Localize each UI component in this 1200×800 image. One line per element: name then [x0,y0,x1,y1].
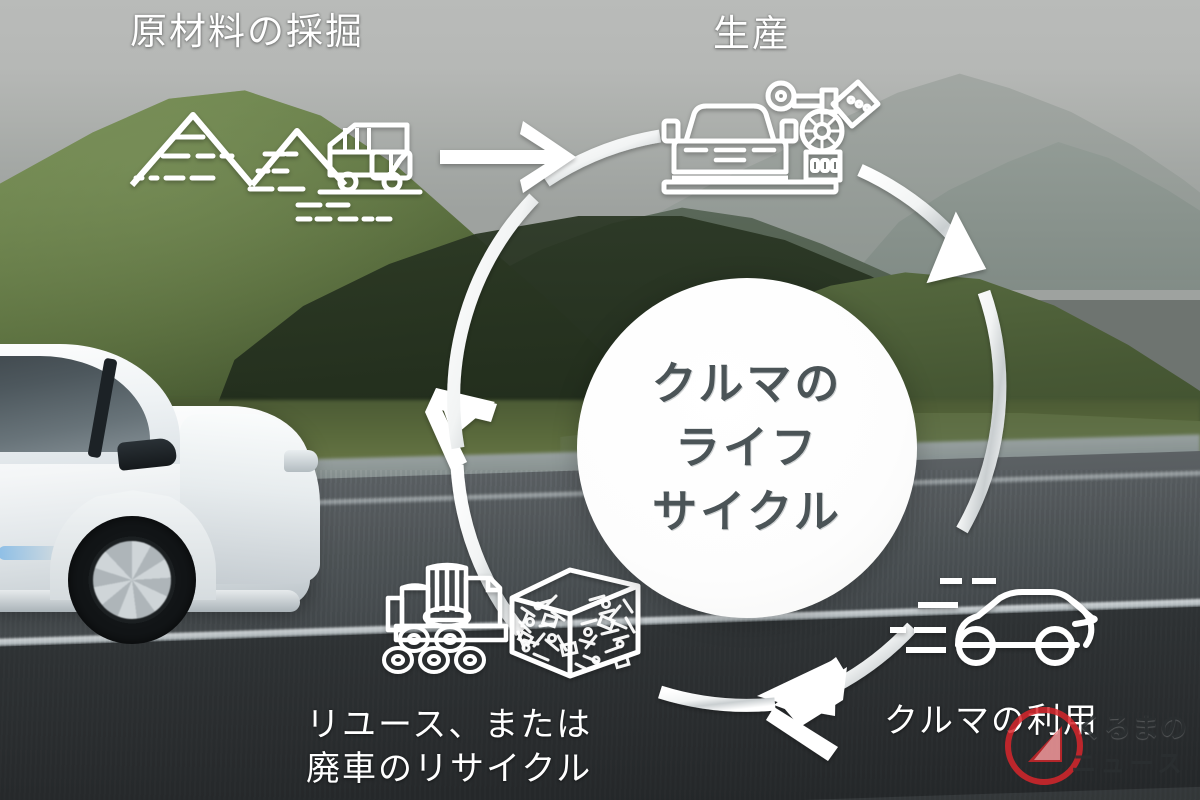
watermark-line-1: くるまの [1076,713,1188,744]
center-circle: クルマの ライフ サイクル [577,278,917,618]
center-title-line-1: クルマの [651,357,843,411]
ev-badge [0,546,60,560]
wheel-hub [93,541,171,619]
stage-label-recycle: リユース、または 廃車のリサイクル [306,705,593,789]
watermark-line-2: ニュース [1071,749,1186,778]
rear-wheel [68,516,196,644]
tail-light [284,450,318,472]
stage-label-extraction: 原材料の採掘 [130,10,364,53]
kuruma-news-logo-icon [1005,707,1083,785]
white-electric-car [0,344,350,698]
watermark: くるまの ニュース [996,700,1192,792]
center-title-line-2: ライフ [674,421,819,475]
stage-label-production: 生産 [713,12,791,55]
center-title-line-3: サイクル [652,484,842,538]
